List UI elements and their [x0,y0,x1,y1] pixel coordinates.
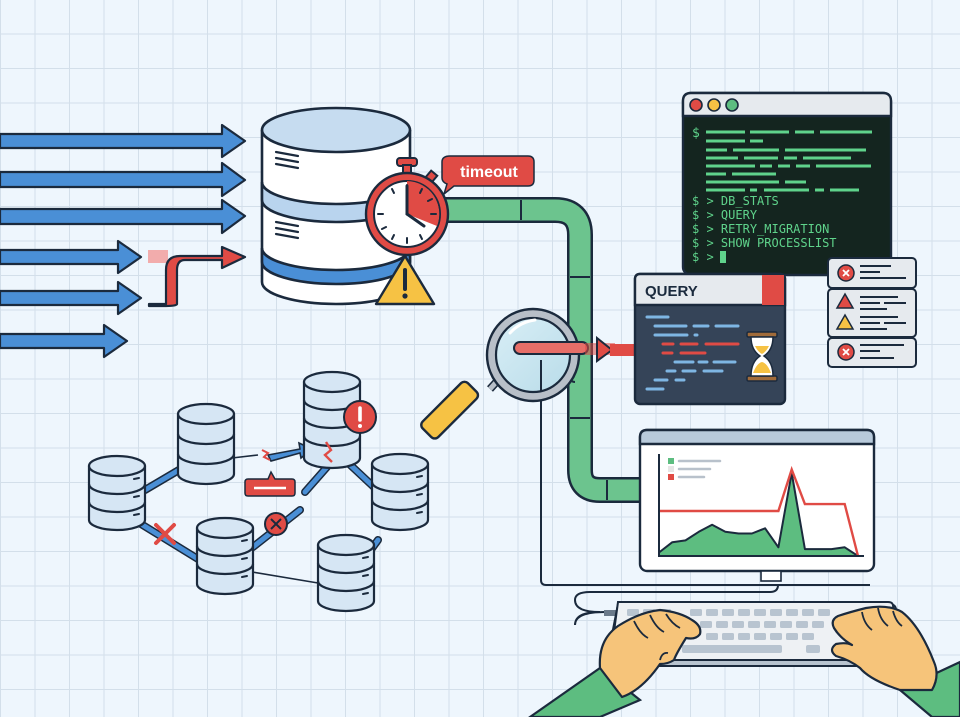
terminal-command-line: $ > QUERY [692,208,758,222]
rerouted-request-arrow [147,245,247,308]
terminal-command-line: $ > RETRY_MIGRATION [692,222,829,236]
alert-stack [827,257,917,368]
metrics-monitor [638,428,876,582]
window-close-button[interactable] [689,98,703,112]
query-panel: QUERY [633,272,787,406]
terminal-command-line: $ > SHOW PROCESSLIST [692,236,837,250]
traffic-arrow-4 [0,239,143,275]
traffic-arrow-2 [0,161,247,198]
alert-exclamation-icon [343,400,377,434]
stopwatch-icon [364,157,450,257]
primary-database-icon [260,106,412,306]
query-panel-title: QUERY [645,283,698,300]
left-hand-icon [528,608,702,717]
terminal-cursor [720,251,726,263]
error-circle-icon [264,512,288,536]
broken-link-x-icon [154,523,176,545]
alert-item-error[interactable] [827,257,917,289]
traffic-arrow-3 [0,198,247,235]
error-bubble-icon [244,470,296,497]
incoming-traffic-arrows [0,123,247,359]
load-area-series [658,471,859,557]
terminal-input-line[interactable]: $ > [692,250,714,264]
traffic-arrow-6 [0,323,129,359]
terminal-window: $ $ > DB_STATS $ > QUERY $ > RETRY_MIGRA… [681,91,893,277]
replica-node-4 [370,452,430,532]
replica-node-2 [176,402,236,486]
warning-triangle-icon [374,254,436,306]
magnifier-icon [420,307,870,586]
terminal-log-output [706,130,872,192]
right-hand-icon [830,605,960,717]
window-maximize-button[interactable] [725,98,739,112]
replica-cluster [87,370,430,613]
traffic-arrow-1 [0,123,247,159]
chart-legend [668,458,722,480]
alert-item-warnings[interactable] [827,288,917,338]
metrics-chart [658,454,864,557]
chart-axes [658,454,864,557]
threshold-line-series [659,465,860,557]
terminal-command-line: $ > DB_STATS [692,194,779,208]
replica-node-6 [316,533,376,613]
timeout-label: timeout [460,164,518,181]
keyboard-workstation [528,584,960,717]
query-code-lines [645,315,740,391]
replica-node-1 [87,454,147,532]
replica-node-5 [195,516,255,596]
window-minimize-button[interactable] [707,98,721,112]
traffic-arrow-5 [0,280,143,316]
hourglass-icon [746,331,778,382]
alert-item-error[interactable] [827,337,917,368]
timeout-badge: timeout [441,155,535,197]
terminal-prompt: $ [692,126,700,141]
replica-node-3-failing [302,370,362,470]
